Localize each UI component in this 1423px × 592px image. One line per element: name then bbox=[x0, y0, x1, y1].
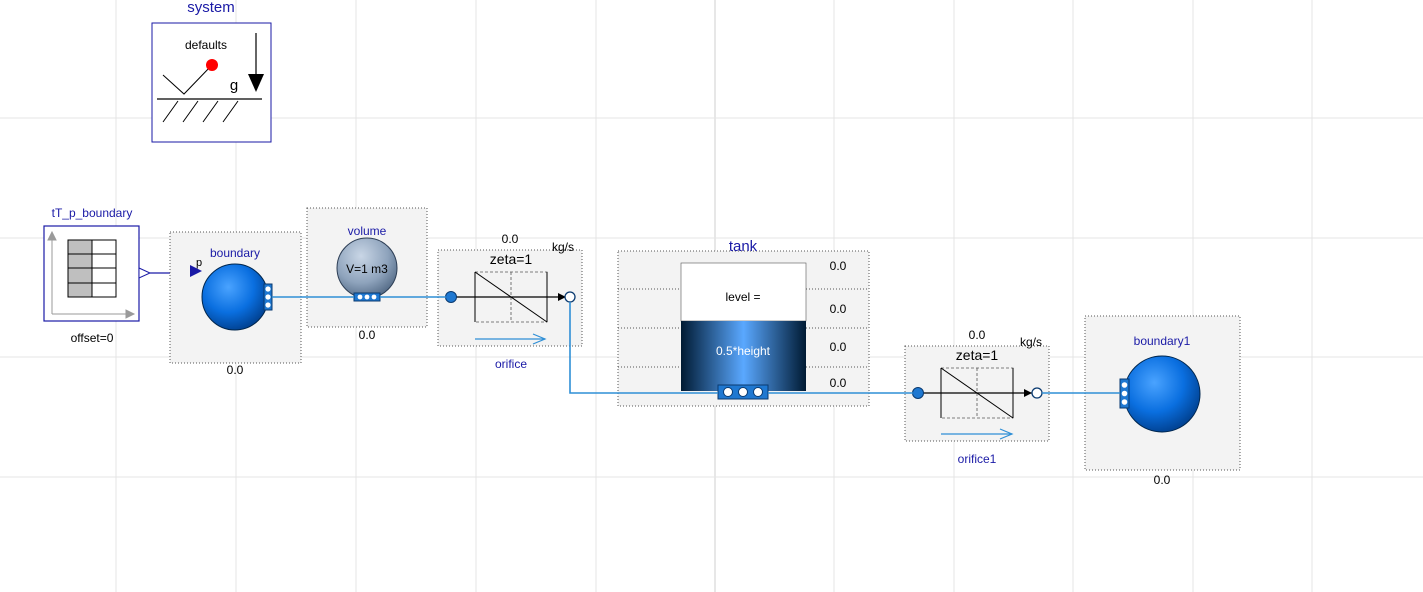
table-grid bbox=[67, 239, 117, 298]
tank-side-value-1: 0.0 bbox=[830, 259, 847, 273]
orifice1-name: orifice1 bbox=[958, 452, 997, 466]
boundary-fluid-port[interactable] bbox=[263, 283, 273, 311]
volume-component[interactable]: volume V=1 m3 0.0 bbox=[306, 207, 428, 342]
volume-value: 0.0 bbox=[359, 328, 376, 342]
volume-param: V=1 m3 bbox=[346, 262, 388, 276]
boundary1-name: boundary1 bbox=[1134, 334, 1191, 348]
orifice1-port-a[interactable] bbox=[912, 387, 924, 399]
volume-name: volume bbox=[348, 224, 387, 238]
volume-fluid-port[interactable] bbox=[353, 292, 381, 302]
tank-side-value-3: 0.0 bbox=[830, 340, 847, 354]
tank-empty-region bbox=[680, 262, 807, 322]
tank-level-label: level = bbox=[725, 290, 760, 304]
source-output-port[interactable] bbox=[138, 267, 152, 279]
orifice1-port-b[interactable] bbox=[1031, 387, 1043, 399]
orifice-port-a[interactable] bbox=[445, 291, 457, 303]
orifice1-component[interactable]: 0.0 kg/s zeta=1 orifice1 bbox=[904, 328, 1050, 466]
connection-orifice-tank[interactable] bbox=[569, 302, 718, 394]
boundary-value: 0.0 bbox=[227, 363, 244, 377]
tank-side-value-2: 0.0 bbox=[830, 302, 847, 316]
boundary1-component[interactable]: boundary1 0.0 bbox=[1084, 315, 1241, 487]
pressure-input-icon bbox=[190, 265, 202, 277]
boundary1-sphere-icon bbox=[1123, 355, 1201, 433]
tank-fluid-ports[interactable] bbox=[717, 384, 769, 400]
fluid-connections[interactable] bbox=[272, 296, 1120, 394]
boundary-port-label: p bbox=[196, 257, 202, 269]
orifice-unit: kg/s bbox=[552, 240, 574, 254]
orifice-port-b[interactable] bbox=[564, 291, 576, 303]
tank-fluid-icon bbox=[681, 321, 806, 391]
orifice1-flow-arrow-icon bbox=[941, 428, 1014, 440]
source-param: offset=0 bbox=[71, 331, 114, 345]
orifice1-param: zeta=1 bbox=[956, 347, 999, 363]
gravity-symbol: g bbox=[230, 77, 238, 94]
tank-component[interactable]: tank level = 0.5*height 0.0 0.0 0.0 0.0 bbox=[617, 238, 870, 407]
system-name: system bbox=[187, 0, 235, 16]
system-defaults-label: defaults bbox=[185, 38, 227, 52]
orifice1-unit: kg/s bbox=[1020, 335, 1042, 349]
orifice-name: orifice bbox=[495, 357, 527, 371]
orifice-component[interactable]: 0.0 kg/s zeta=1 orifice bbox=[437, 232, 583, 371]
boundary-component[interactable]: boundary p 0.0 bbox=[169, 231, 302, 377]
tank-height-label: 0.5*height bbox=[716, 344, 771, 358]
gravity-arrow-icon bbox=[248, 33, 264, 92]
tank-name: tank bbox=[729, 238, 758, 255]
orifice-value-top: 0.0 bbox=[502, 232, 519, 246]
system-ball-icon bbox=[206, 59, 218, 71]
source-name: tT_p_boundary bbox=[52, 206, 133, 220]
tank-side-value-4: 0.0 bbox=[830, 376, 847, 390]
boundary-sphere-icon bbox=[201, 263, 269, 331]
boundary1-fluid-port[interactable] bbox=[1119, 378, 1130, 409]
orifice-param: zeta=1 bbox=[490, 251, 533, 267]
table-icon bbox=[47, 230, 136, 319]
boundary-name: boundary bbox=[210, 246, 260, 260]
orifice1-value-top: 0.0 bbox=[969, 328, 986, 342]
table-source-component[interactable]: tT_p_boundary offset=0 bbox=[43, 206, 152, 345]
system-component[interactable]: system defaults g bbox=[151, 0, 272, 143]
orifice-flow-arrow-icon bbox=[475, 333, 547, 345]
boundary1-value: 0.0 bbox=[1154, 473, 1171, 487]
